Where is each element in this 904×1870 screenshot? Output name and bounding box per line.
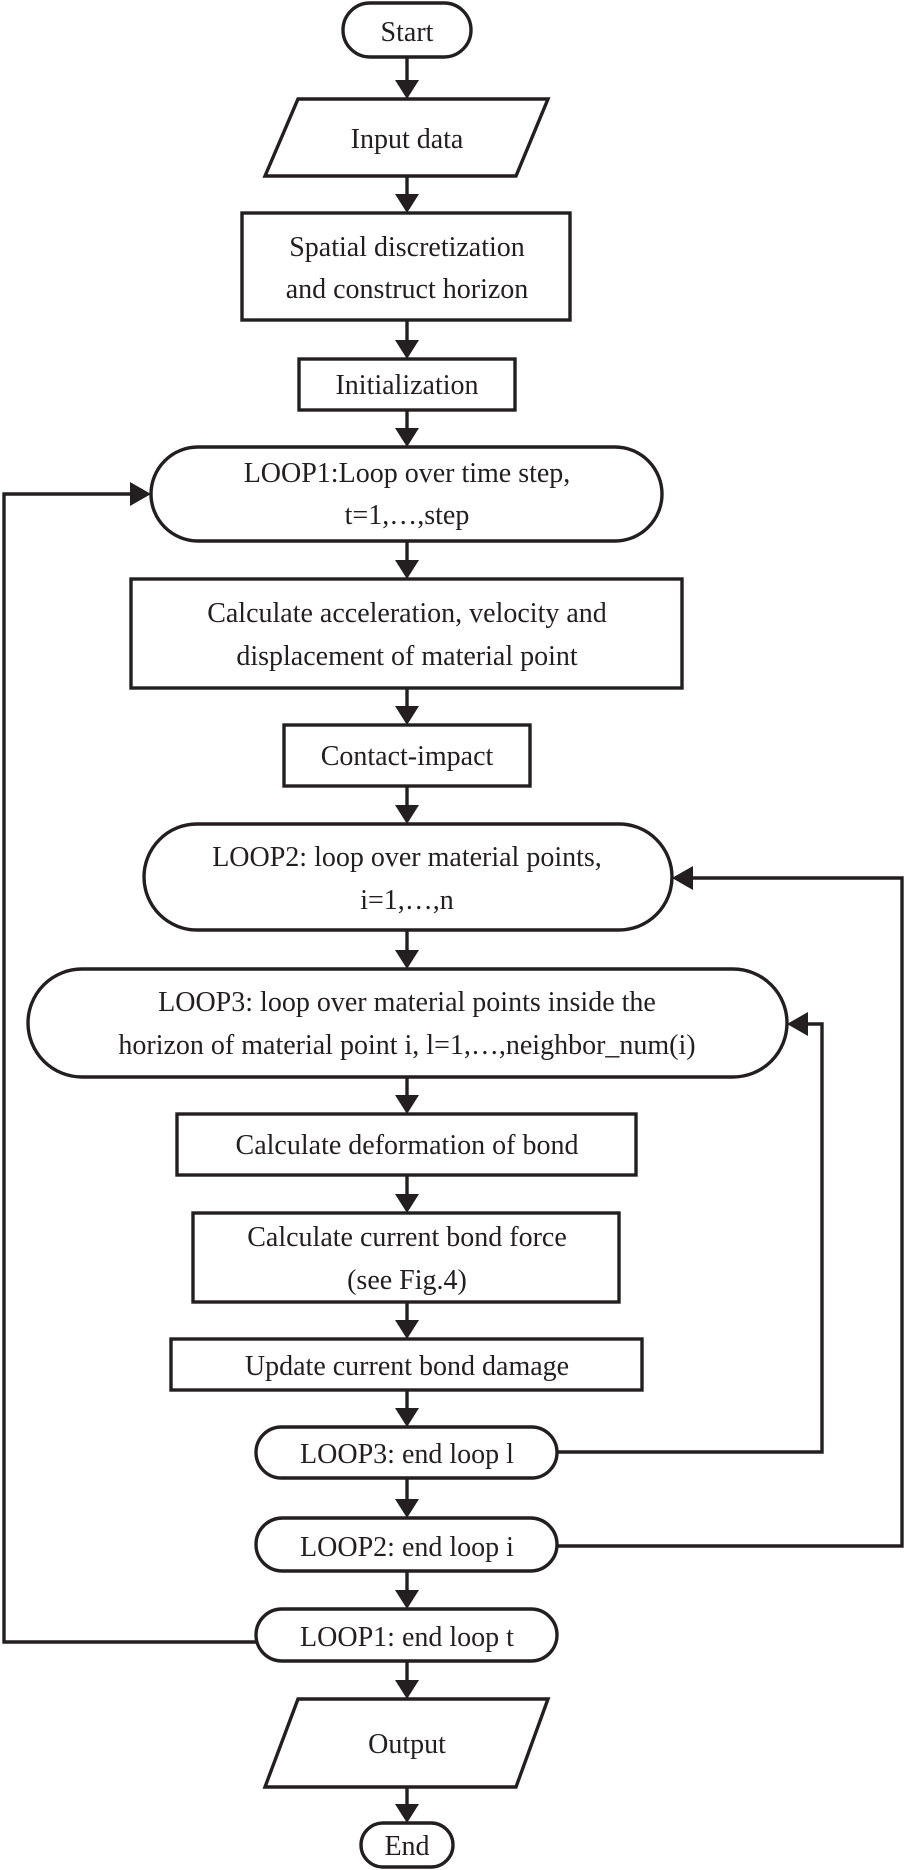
loop1-node: LOOP1:Loop over time step, t=1,…,step: [149, 445, 664, 543]
calculate-deformation-node: Calculate deformation of bond: [175, 1112, 638, 1177]
contact-impact-label: Contact-impact: [321, 741, 494, 772]
loop2-line-1: LOOP2: loop over material points,: [212, 842, 602, 873]
arrowhead-icon: [395, 194, 419, 213]
loop2-end-label: LOOP2: end loop i: [300, 1532, 514, 1563]
calc-acc-line-2: displacement of material point: [236, 641, 578, 672]
edge-end2-loop2-feedback: [557, 876, 904, 1548]
calculate-acceleration-node: Calculate acceleration, velocity and dis…: [129, 577, 684, 690]
loop1-line-1: LOOP1:Loop over time step,: [244, 458, 571, 489]
loop3-line-1: LOOP3: loop over material points inside …: [158, 987, 656, 1018]
initialization-node: Initialization: [297, 357, 517, 412]
calculate-bond-force-node: Calculate current bond force (see Fig.4): [191, 1211, 621, 1304]
loop2-end-node: LOOP2: end loop i: [254, 1516, 559, 1573]
arrowhead-icon: [787, 1012, 808, 1036]
spatial-discretization-node: Spatial discretization and construct hor…: [240, 211, 572, 322]
arrowhead-icon: [395, 1320, 419, 1339]
initialization-label: Initialization: [335, 370, 478, 401]
arrowhead-icon: [395, 80, 419, 99]
arrowhead-icon: [395, 1590, 419, 1609]
connectors: [2, 57, 904, 1823]
end-terminal: End: [359, 1821, 455, 1869]
contact-impact-node: Contact-impact: [282, 723, 532, 788]
arrowhead-icon: [672, 866, 693, 890]
arrowhead-icon: [395, 1680, 419, 1699]
loop2-line-2: i=1,…,n: [360, 885, 454, 916]
calc-def-label: Calculate deformation of bond: [236, 1130, 579, 1161]
spatial-line-1: Spatial discretization: [289, 232, 525, 263]
output-label: Output: [368, 1729, 446, 1760]
arrowhead-icon: [395, 1095, 419, 1114]
calc-force-line-1: Calculate current bond force: [247, 1222, 567, 1253]
end-label: End: [384, 1831, 429, 1862]
arrowhead-icon: [395, 1194, 419, 1213]
start-label: Start: [381, 17, 434, 48]
edge-end3-loop3-feedback: [557, 1022, 824, 1454]
arrowhead-icon: [395, 1408, 419, 1427]
arrowhead-icon: [395, 950, 419, 969]
spatial-line-2: and construct horizon: [286, 274, 529, 305]
calc-acc-line-1: Calculate acceleration, velocity and: [207, 598, 607, 629]
arrowhead-icon: [395, 1499, 419, 1518]
loop3-end-node: LOOP3: end loop l: [254, 1425, 559, 1480]
loop3-node: LOOP3: loop over material points inside …: [26, 967, 789, 1079]
arrowhead-icon: [395, 805, 419, 824]
arrowhead-icon: [395, 340, 419, 359]
update-bond-damage-node: Update current bond damage: [169, 1337, 644, 1392]
loop3-line-2: horizon of material point i, l=1,…,neigh…: [118, 1030, 695, 1061]
start-terminal: Start: [341, 1, 473, 59]
arrowhead-icon: [395, 706, 419, 725]
loop2-node: LOOP2: loop over material points, i=1,…,…: [142, 822, 674, 932]
loop1-line-2: t=1,…,step: [345, 500, 470, 531]
update-label: Update current bond damage: [245, 1351, 569, 1382]
arrowhead-icon: [395, 560, 419, 579]
input-data-node: Input data: [262, 97, 551, 178]
edge-end1-loop1-feedback: [2, 492, 256, 1644]
input-data-label: Input data: [351, 124, 464, 155]
calc-force-line-2: (see Fig.4): [347, 1265, 467, 1296]
loop1-end-label: LOOP1: end loop t: [300, 1622, 514, 1653]
output-node: Output: [262, 1697, 551, 1789]
loop1-end-node: LOOP1: end loop t: [254, 1607, 559, 1663]
loop3-end-label: LOOP3: end loop l: [300, 1439, 514, 1470]
arrowhead-icon: [395, 1804, 419, 1823]
arrowhead-icon: [395, 428, 419, 447]
arrowhead-icon: [130, 482, 151, 506]
